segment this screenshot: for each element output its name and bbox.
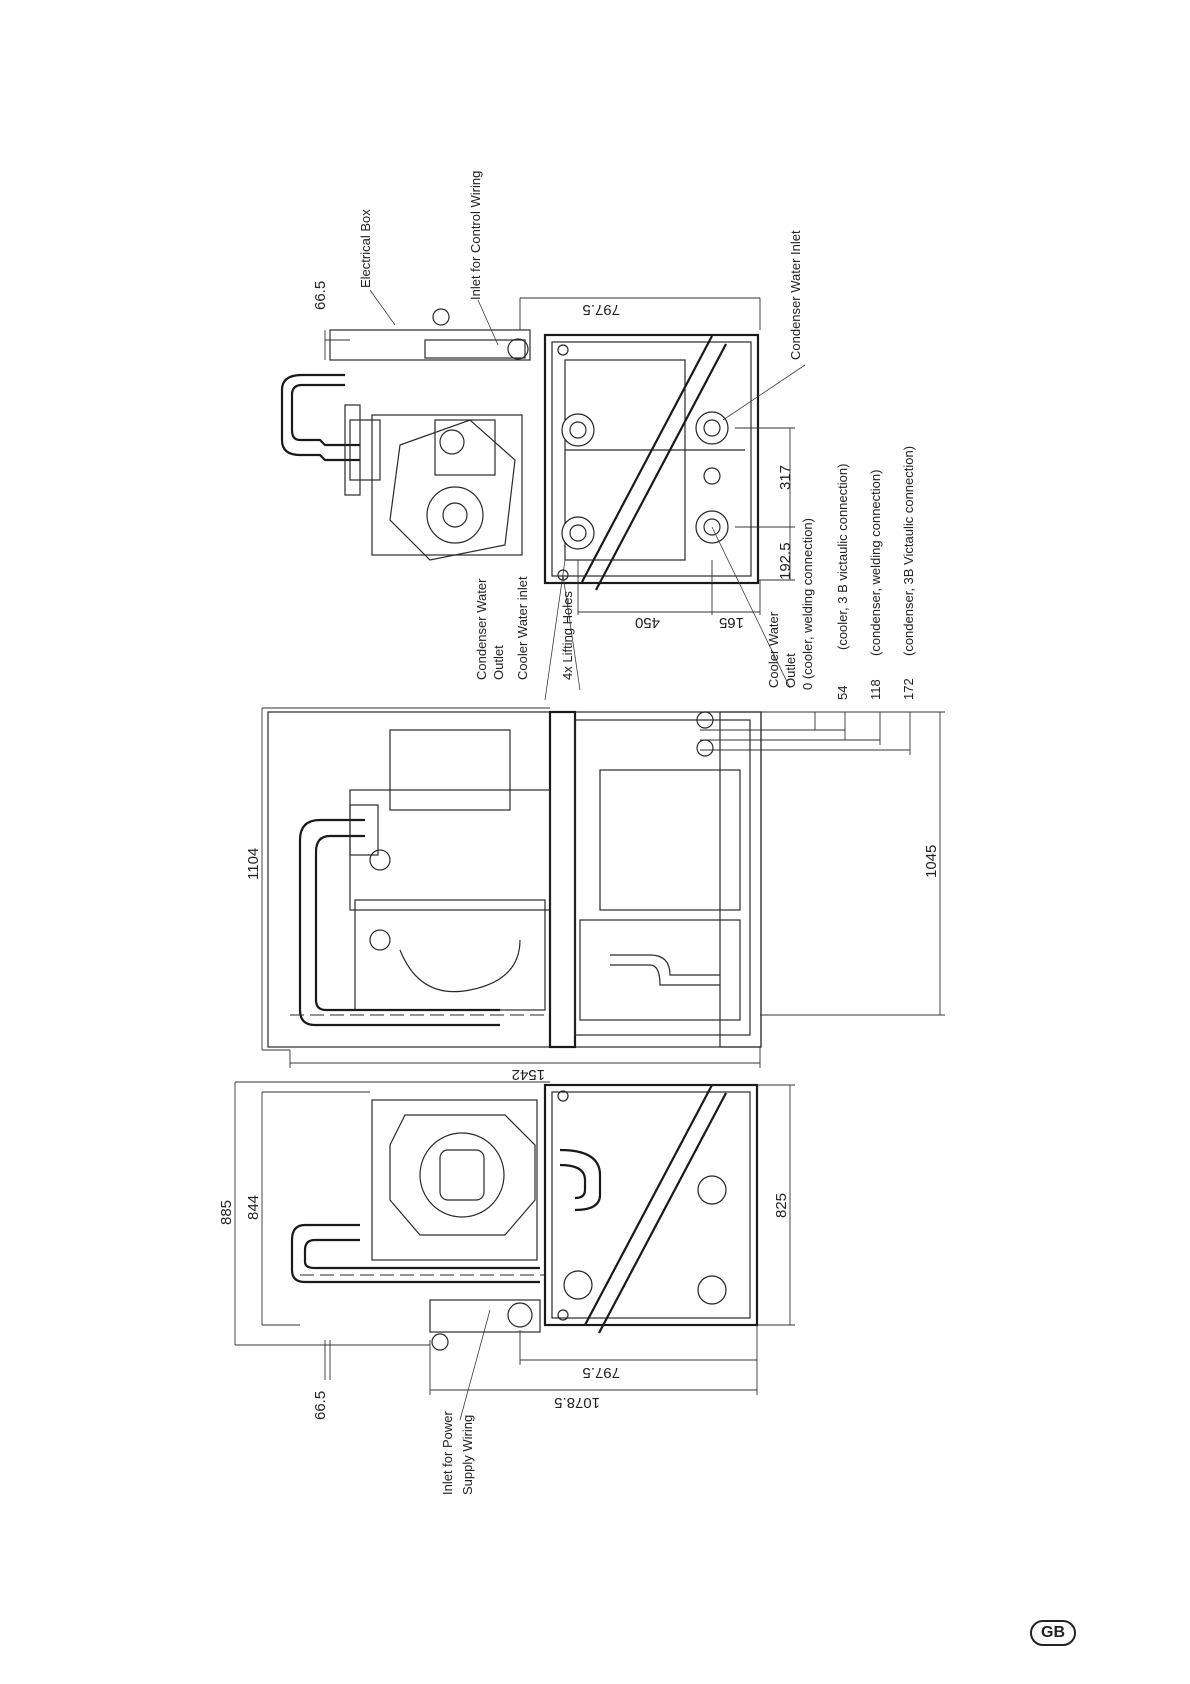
dim-1078-5: 1078.5 xyxy=(554,1394,600,1411)
label-lifting-holes: 4x Lifting Holes xyxy=(560,591,575,680)
dim-1542: 1542 xyxy=(512,1066,545,1083)
label-condenser-water-outlet-2: Outlet xyxy=(491,645,506,680)
dim-885: 885 xyxy=(218,1200,235,1225)
dim-n172: 172 xyxy=(901,678,916,700)
dim-n118: 118 xyxy=(868,679,883,700)
label-conn-0: 0 (cooler, welding connection) xyxy=(800,518,815,690)
dim-1045: 1045 xyxy=(923,845,940,878)
dim-165: 165 xyxy=(719,614,744,631)
dim-1104: 1104 xyxy=(245,848,262,880)
top-view xyxy=(280,289,806,701)
language-badge: GB xyxy=(1030,1620,1076,1646)
label-conn-118: (condenser, welding connection) xyxy=(868,470,883,656)
dim-n54: 54 xyxy=(835,686,850,700)
side-view xyxy=(261,707,945,1068)
label-inlet-control-wiring: Inlet for Control Wiring xyxy=(468,171,483,300)
label-electrical-box: Electrical Box xyxy=(358,209,373,288)
front-view xyxy=(234,1081,795,1421)
label-conn-54: (cooler, 3 B victaulic connection) xyxy=(835,464,850,650)
label-cooler-water-inlet: Cooler Water inlet xyxy=(515,576,530,680)
dim-bot-797-5: 797.5 xyxy=(582,1364,620,1381)
dim-825: 825 xyxy=(773,1193,790,1218)
dim-top-66-5: 66.5 xyxy=(312,281,329,310)
label-condenser-water-inlet: Condenser Water Inlet xyxy=(788,230,803,360)
dim-top-797-5: 797.5 xyxy=(582,301,620,318)
dim-317: 317 xyxy=(777,465,794,490)
dim-844: 844 xyxy=(245,1195,262,1220)
dim-192-5: 192.5 xyxy=(777,542,794,580)
label-cooler-water-outlet-2: Outlet xyxy=(783,653,798,688)
label-cooler-water-outlet-1: Cooler Water xyxy=(766,611,781,688)
label-inlet-power-1: Inlet for Power xyxy=(440,1411,455,1495)
label-conn-172: (condenser, 3B Victaulic connection) xyxy=(901,446,916,656)
label-condenser-water-outlet-1: Condenser Water xyxy=(474,578,489,680)
label-inlet-power-2: Supply Wiring xyxy=(460,1415,475,1495)
dim-450: 450 xyxy=(635,614,660,631)
dim-bot-66-5: 66.5 xyxy=(312,1391,329,1420)
